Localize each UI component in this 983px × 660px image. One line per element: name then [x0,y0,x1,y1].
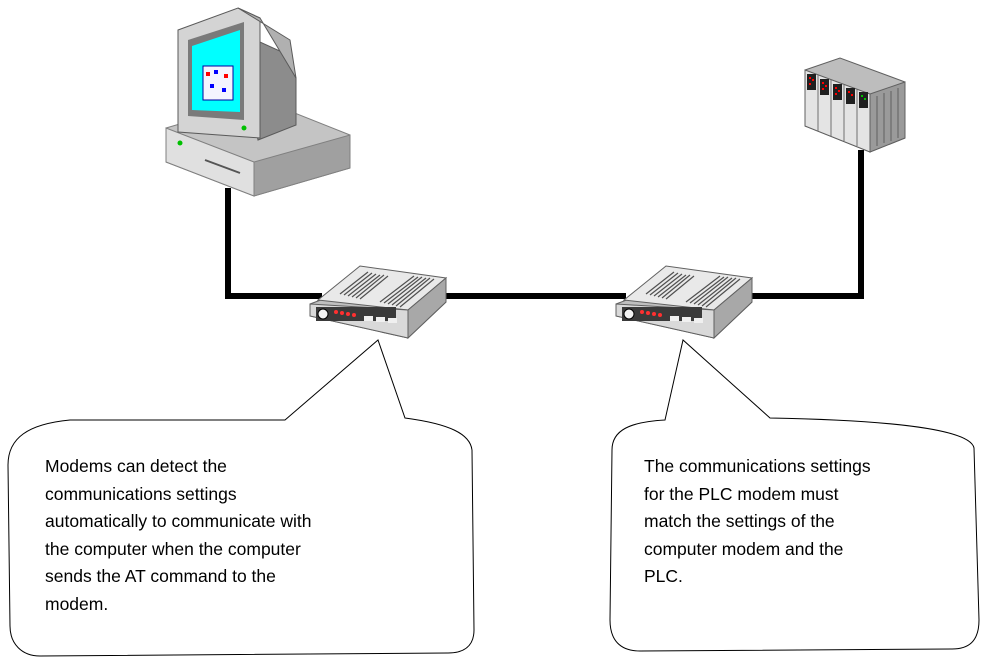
callout-left-line: sends the AT command to the [45,566,276,586]
callout-left-line: communications settings [45,483,237,504]
callout-right-line: match the settings of the [644,511,835,531]
callout-right-line: The communications settings [644,456,871,476]
plc-rack-icon [804,57,906,153]
callout-left-bubble [7,339,475,657]
cable-modem-to-plc [745,150,864,299]
cable-computer-to-modem [225,188,322,299]
callout-right-line: computer modem and the [644,538,844,559]
callout-left-line: the computer when the computer [45,538,301,559]
desktop-computer-icon [165,7,351,197]
modem-left-icon [309,265,448,340]
callout-right-line: PLC. [644,566,683,586]
callout-left-line: modem. [45,593,109,614]
callout-right-line: for the PLC modem must [644,483,839,504]
callout-left-line: automatically to communicate with [45,511,312,531]
callout-left-line: Modems can detect the [45,456,227,476]
callout-right-bubble [609,339,980,652]
cable-lines [225,150,864,299]
modem-right-icon [615,265,754,340]
callout-right-text: The communications settings for the PLC … [644,453,871,591]
callout-left-text: Modems can detect the communications set… [45,453,312,618]
